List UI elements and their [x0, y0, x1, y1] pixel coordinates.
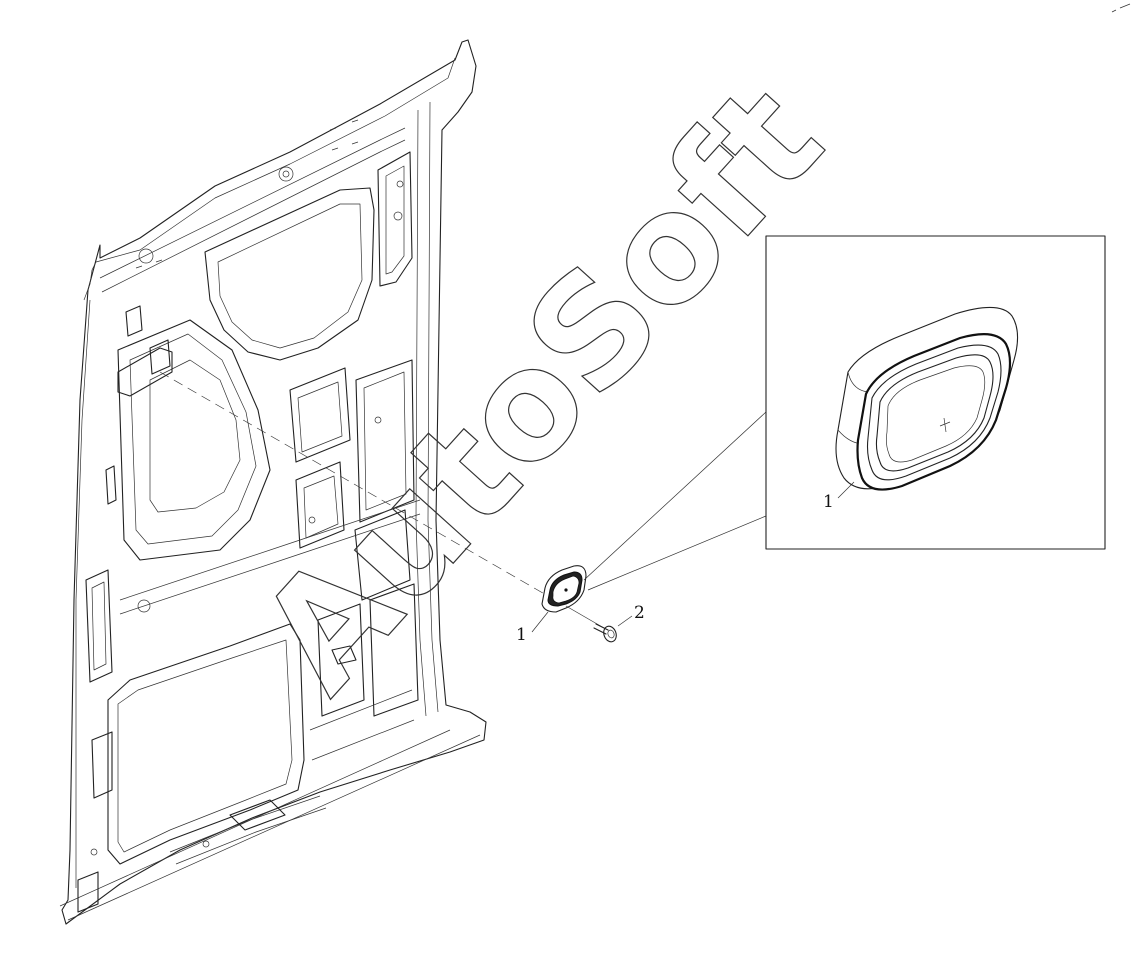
callout-1-main-leader [531, 611, 549, 633]
callout-1-main: 1 [516, 625, 527, 645]
detail-frame [765, 235, 1106, 550]
callout-1-detail: 1 [823, 492, 834, 512]
zoom-connector-upper [583, 411, 767, 581]
detail-view [765, 235, 1106, 550]
callout-2: 2 [634, 603, 645, 623]
callout-2-leader [617, 615, 633, 627]
screw-part [593, 623, 617, 643]
zoom-connector-lower [587, 515, 767, 591]
corner-mark [1111, 3, 1131, 13]
plug-part-small [541, 565, 587, 613]
plug-part-large [835, 306, 1019, 491]
assembly-line [159, 371, 549, 597]
door-inner-panel [59, 39, 487, 925]
